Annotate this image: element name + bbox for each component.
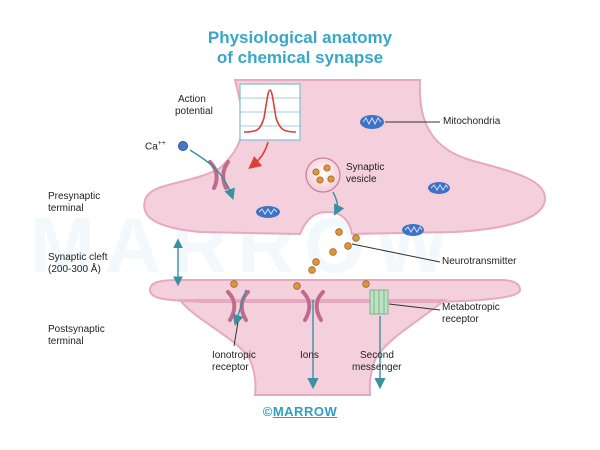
calcium-label: Ca++ <box>145 140 166 153</box>
ionotropic-leader <box>233 321 239 347</box>
diagram-title-line-1: Physiological anatomy <box>207 28 393 47</box>
second-messenger-label-1: Second <box>360 350 394 361</box>
vesicle-release-arrow <box>332 191 345 216</box>
calcium-ion <box>178 141 188 151</box>
mitochondrion-2 <box>428 182 450 194</box>
postsynaptic-terminal <box>148 279 522 396</box>
brand-name: MARROW <box>272 404 338 419</box>
neurotransmitter-leader <box>351 243 441 263</box>
synaptic-cleft-label-1: Synaptic cleft <box>48 252 108 263</box>
neurotransmitter-molecules <box>230 228 370 290</box>
mitochondrion-3 <box>256 206 280 218</box>
action-potential-arrow <box>248 141 269 169</box>
presynaptic-label-2: terminal <box>48 203 84 214</box>
mitochondrion-4 <box>402 224 424 236</box>
synaptic-vesicle <box>305 157 341 193</box>
metabotropic-label-1: Metabotropic <box>442 302 500 313</box>
copyright-symbol: © <box>262 404 273 419</box>
ion-channel <box>301 290 325 322</box>
diagram-title-line-2: of chemical synapse <box>216 48 384 67</box>
action-potential-label-1: Action <box>178 94 206 105</box>
action-potential-label-2: potential <box>175 106 213 117</box>
footer-brand: ©MARROW <box>0 404 600 419</box>
mitochondrion-1 <box>360 115 384 129</box>
calcium-entry-arrow <box>189 149 235 200</box>
synaptic-vesicle-label-1: Synaptic <box>346 162 385 173</box>
metabotropic-label-2: receptor <box>442 314 479 325</box>
postsynaptic-label-2: terminal <box>48 336 84 347</box>
metabotropic-receptor <box>369 289 389 315</box>
neurotransmitter-label: Neurotransmitter <box>442 256 517 267</box>
mitochondria-label: Mitochondria <box>443 116 501 127</box>
action-potential-curve <box>243 89 297 133</box>
synaptic-cleft-label-2: (200-300 Å) <box>48 264 101 275</box>
second-messenger-label-2: messenger <box>352 362 402 373</box>
ionotropic-label-2: receptor <box>212 362 249 373</box>
ionotropic-label-1: Ionotropic <box>212 350 256 361</box>
calcium-channel <box>208 160 230 190</box>
metabotropic-leader <box>388 303 441 311</box>
ions-label: Ions <box>300 350 319 361</box>
presynaptic-label-1: Presynaptic <box>48 191 101 202</box>
postsynaptic-label-1: Postsynaptic <box>48 324 105 335</box>
synaptic-vesicle-label-2: vesicle <box>346 174 377 185</box>
